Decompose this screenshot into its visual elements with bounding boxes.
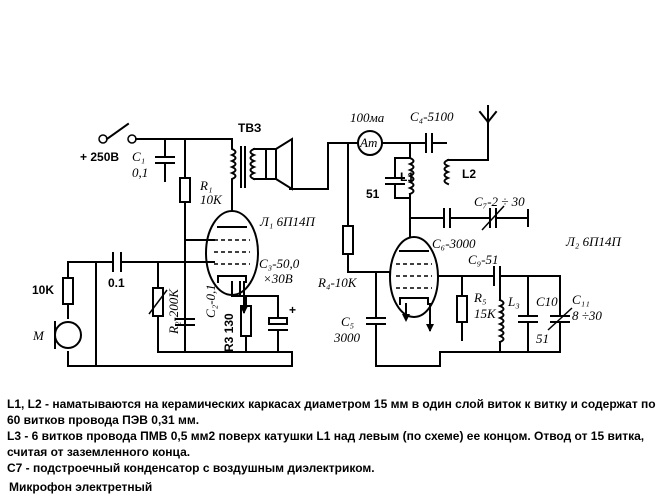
input-capacitor-label: 0.1: [108, 276, 125, 290]
c5-value: 3000: [333, 330, 361, 345]
ammeter-label: Am: [359, 135, 377, 150]
capacitor-c2: [175, 318, 195, 353]
svg-text:+: +: [289, 303, 296, 317]
mic-resistor: [62, 277, 74, 305]
l3-label: L₃: [507, 294, 520, 309]
antenna: [478, 105, 498, 124]
note-l1-l2: L1, L2 - наматываются на керамических ка…: [7, 397, 656, 427]
c2-label: C₂-0,1: [203, 284, 218, 318]
r3-label: R3 130: [222, 313, 236, 352]
r1-value: 10K: [200, 192, 223, 207]
c3-name: C₃-50,0: [259, 256, 300, 271]
output-transformer: [229, 138, 267, 206]
c10-name: C10: [536, 294, 558, 309]
r5-value: 15K: [474, 306, 497, 321]
capacitor-c1: [155, 138, 175, 182]
l1-label: L1: [400, 170, 414, 184]
cathode-l2: [402, 303, 434, 332]
supply-label: + 250В: [80, 150, 119, 164]
c51-label: 51: [366, 187, 380, 201]
cathode-network: +: [231, 281, 296, 353]
c10-value: 51: [536, 331, 549, 346]
resistor-r4: [342, 225, 354, 255]
input-capacitor: [112, 252, 122, 272]
c5-name: C₅: [341, 314, 354, 329]
speaker: [265, 137, 293, 191]
r2-label: R₂-200K: [166, 288, 181, 335]
r4-label: R₄-10K: [317, 275, 358, 290]
coil-l3: [497, 298, 505, 344]
resistor-r1: [179, 177, 191, 203]
l2-label: L2: [462, 167, 476, 181]
tv3-label: ТВЗ: [238, 121, 261, 135]
note-c7: С7 - подстроечный конденсатор с воздушны…: [7, 461, 375, 475]
schematic-diagram: + 250В C₁ 0,1 R₁ 10K ТВЗ Л₁ 6П14П 10K: [32, 105, 622, 367]
r5-name: R₅: [473, 290, 486, 305]
c3-value: ×30В: [263, 271, 293, 286]
microphone: [54, 321, 82, 349]
notes: L1, L2 - наматываются на керамических ка…: [7, 396, 662, 476]
note-l3: L3 - 6 витков провода ПМВ 0,5 мм2 поверх…: [7, 429, 645, 459]
coil-l2: [443, 121, 489, 186]
coil-l1: [407, 156, 415, 196]
c11-value: 8 ÷30: [572, 308, 602, 323]
resistor-r5: [456, 295, 468, 323]
c4-label: C₄-5100: [410, 109, 454, 124]
l1-tube-label: Л₁ 6П14П: [259, 214, 316, 229]
c9-label: C₉-51: [468, 252, 499, 267]
c1-value: 0,1: [132, 165, 148, 180]
ammeter-rating: 100ма: [350, 110, 385, 125]
l2-tube-label: Л₂ 6П14П: [565, 234, 622, 249]
mic-resistor-label: 10K: [32, 283, 54, 297]
mic-label: M: [32, 328, 45, 343]
c6-label: C₆-3000: [432, 236, 476, 251]
r1-name: R₁: [199, 178, 212, 193]
c11-name: C₁₁: [572, 292, 590, 307]
c1-name: C₁: [132, 149, 145, 164]
c7-label: C₇-2 ÷ 30: [474, 194, 525, 209]
mic-note: Микрофон электретный: [9, 480, 153, 494]
